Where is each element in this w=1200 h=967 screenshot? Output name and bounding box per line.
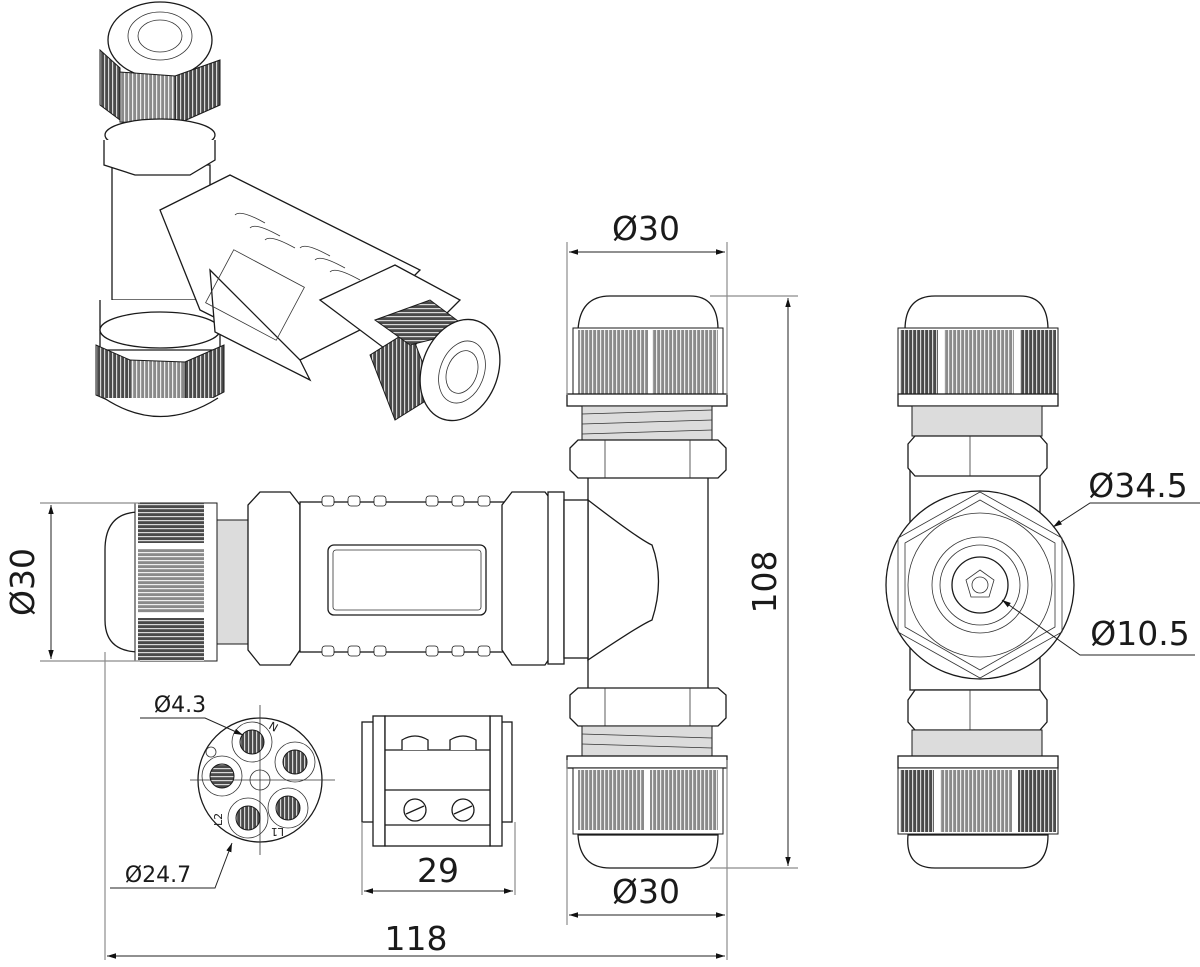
dimension-lines <box>40 242 1200 960</box>
terminal-block-view <box>361 715 513 847</box>
pin-l1 <box>267 787 309 829</box>
dim-pin-hole-diameter: Ø4.3 <box>154 693 206 718</box>
dim-pin-face-diameter: Ø24.7 <box>125 863 191 888</box>
top-face-view <box>885 295 1075 869</box>
pin-pe <box>201 755 243 797</box>
dim-overall-length: 118 <box>385 919 448 958</box>
grip-slot <box>425 495 439 507</box>
pin-face-view <box>190 705 335 855</box>
dim-cable-hole-diameter: Ø10.5 <box>1090 614 1189 653</box>
grip-slot <box>373 645 387 657</box>
grip-slot <box>477 495 491 507</box>
grip-slot <box>477 645 491 657</box>
grip-slot <box>347 495 361 507</box>
dim-top-cap-diameter: Ø30 <box>612 209 680 248</box>
grip-slot <box>347 645 361 657</box>
pin-n <box>231 721 273 763</box>
grip-slot <box>321 645 335 657</box>
pin-l2 <box>227 797 269 839</box>
dim-terminal-block-width: 29 <box>417 851 459 890</box>
grip-slot <box>373 495 387 507</box>
dim-bottom-cap-diameter: Ø30 <box>612 872 680 911</box>
grip-slot <box>451 645 465 657</box>
pin-1 <box>274 741 316 783</box>
dim-side-cap-diameter: Ø30 <box>3 548 42 616</box>
front-view <box>566 295 728 869</box>
grip-slot <box>451 495 465 507</box>
pin-label-l1: L1 <box>271 825 284 838</box>
side-view <box>104 491 589 666</box>
isometric-view <box>95 1 501 422</box>
dim-hex-body-diameter: Ø34.5 <box>1088 466 1187 505</box>
dim-overall-height: 108 <box>745 551 784 614</box>
pin-label-l2: L2 <box>212 813 225 826</box>
grip-slot <box>425 645 439 657</box>
grip-slot <box>321 495 335 507</box>
